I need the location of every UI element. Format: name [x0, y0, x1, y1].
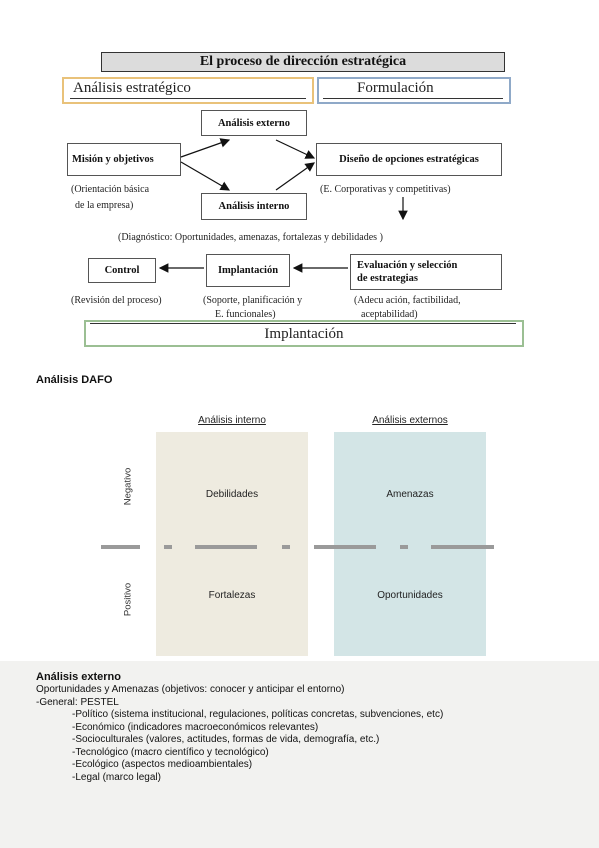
dafo-col-internal-header: Análisis interno — [198, 415, 266, 426]
dafo-cell-fortalezas: Fortalezas — [208, 590, 256, 601]
arrow-interno-to-diseno — [275, 162, 315, 191]
dafo-heading: Análisis DAFO — [36, 374, 113, 386]
dafo-col-external — [334, 432, 486, 656]
footer-implantacion: Implantación — [84, 320, 524, 347]
box-analisis-interno-label: Análisis interno — [218, 201, 290, 212]
note-corporativas: (E. Corporativas y competitivas) — [320, 184, 451, 195]
dafo-row-negative-label: Negativo — [122, 467, 134, 506]
note-adecuacion-2: aceptabilidad) — [361, 309, 418, 320]
diagram-title-text: El proceso de dirección estratégica — [199, 54, 407, 69]
box-diseno-opciones: Diseño de opciones estratégicas — [316, 143, 502, 176]
analisis-externo-section: Análisis externo Oportunidades y Amenaza… — [0, 661, 599, 848]
arrow-mision-to-interno — [180, 161, 231, 191]
externo-line-1: Oportunidades y Amenazas (objetivos: con… — [36, 684, 345, 695]
externo-heading: Análisis externo — [36, 671, 121, 683]
header-formulacion: Formulación — [317, 77, 511, 104]
note-orientacion-1: (Orientación básica — [71, 184, 150, 195]
pestel-item-ecologico: -Ecológico (aspectos medioambientales) — [72, 759, 253, 770]
box-control: Control — [88, 258, 156, 283]
box-mision-label: Misión y objetivos — [72, 154, 154, 165]
dafo-cell-debilidades: Debilidades — [205, 489, 259, 500]
box-mision-objetivos: Misión y objetivos — [67, 143, 181, 176]
dafo-divider — [101, 545, 494, 549]
box-analisis-externo-label: Análisis externo — [217, 117, 291, 129]
diagram-title: El proceso de dirección estratégica — [101, 52, 505, 72]
externo-line-2: -General: PESTEL — [36, 696, 119, 708]
footer-topline — [90, 323, 516, 324]
box-analisis-interno: Análisis interno — [201, 193, 307, 220]
dafo-col-internal — [156, 432, 308, 656]
dafo-cell-amenazas: Amenazas — [386, 489, 434, 500]
dafo-row-positive-label: Positivo — [122, 582, 134, 617]
box-diseno-label: Diseño de opciones estratégicas — [339, 154, 479, 165]
box-implantacion: Implantación — [206, 254, 290, 287]
header-analisis-estrategico: Análisis estratégico — [62, 77, 314, 104]
pestel-item-legal: -Legal (marco legal) — [72, 771, 161, 783]
header-right-label: Formulación — [357, 80, 434, 96]
footer-label: Implantación — [264, 326, 344, 342]
header-left-underline — [70, 98, 306, 99]
box-evaluacion-line1: Evaluación y selección — [357, 260, 458, 271]
arrow-externo-to-diseno — [275, 139, 316, 159]
note-orientacion-2: de la empresa) — [75, 200, 134, 211]
pestel-item-economico: -Económico (indicadores macroeconómicos … — [72, 721, 319, 733]
diagram-arrows — [158, 138, 408, 273]
pestel-item-politico: -Político (sistema institucional, regula… — [72, 709, 444, 720]
arrow-mision-to-externo — [180, 138, 231, 158]
header-left-label: Análisis estratégico — [73, 80, 191, 96]
dafo-col-external-header: Análisis externos — [372, 415, 448, 426]
box-analisis-externo: Análisis externo — [201, 110, 307, 136]
box-implantacion-label: Implantación — [217, 265, 279, 276]
note-soporte-2: E. funcionales) — [215, 309, 276, 320]
note-diagnostico: (Diagnóstico: Oportunidades, amenazas, f… — [118, 232, 383, 243]
dafo-cell-oportunidades: Oportunidades — [377, 590, 443, 601]
header-right-underline — [323, 98, 503, 99]
pestel-item-tecnologico: -Tecnológico (macro científico y tecnoló… — [72, 746, 269, 758]
pestel-item-socioculturales: -Socioculturales (valores, actitudes, fo… — [72, 734, 380, 745]
note-revision: (Revisión del proceso) — [71, 295, 162, 306]
note-adecuacion-1: (Adecu ación, factibilidad, — [354, 295, 461, 306]
box-control-label: Control — [104, 265, 140, 276]
box-evaluacion-line2: de estrategias — [357, 273, 418, 284]
box-evaluacion: Evaluación y selección de estrategias — [350, 254, 502, 290]
note-soporte-1: (Soporte, planificación y — [203, 295, 303, 306]
